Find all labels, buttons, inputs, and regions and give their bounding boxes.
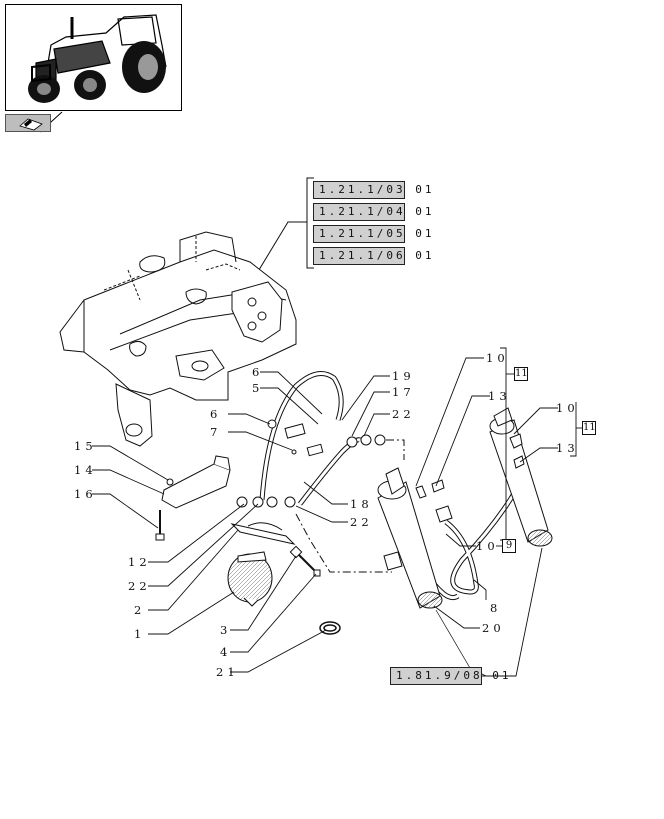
part-label-6-lower: 6 [210, 407, 222, 421]
part-label-19: 19 [392, 369, 415, 383]
fittings [236, 419, 386, 508]
part-label-12: 12 [128, 555, 151, 569]
front-axle-support [59, 231, 297, 447]
part-label-15: 15 [74, 439, 97, 453]
tractor-icon [28, 14, 167, 103]
part-label-22: 22 [128, 579, 151, 593]
part-label-7: 7 [210, 425, 222, 439]
book-arrow-icon [19, 118, 43, 131]
part-label-10-bottom: 10 [476, 539, 499, 553]
leader-lines [92, 347, 582, 677]
part-label-9: 9 [502, 539, 516, 553]
part-label-13-left: 13 [488, 389, 511, 403]
steering-cylinder-left [377, 467, 453, 609]
ref-bracket-top [247, 177, 314, 289]
part-label-21: 21 [216, 665, 239, 679]
part-label-18: 18 [350, 497, 373, 511]
part-label-3: 3 [220, 623, 232, 637]
part-label-11-right: 11 [582, 421, 596, 435]
part-label-22-upper: 22 [392, 407, 415, 421]
part-label-13-right: 13 [556, 441, 579, 455]
hose-clamp [319, 621, 341, 635]
steering-cylinder-right [489, 407, 553, 547]
part-label-8: 8 [490, 601, 502, 615]
ref-page-1-21-1-03[interactable]: 1.21.1/03 01 [313, 181, 431, 199]
ref-page-1-21-1-05[interactable]: 1.21.1/05 01 [313, 225, 431, 243]
part-label-10-right: 10 [556, 401, 579, 415]
bracket-and-bolt [155, 455, 231, 541]
part-label-6-upper: 6 [252, 365, 264, 379]
circuit-lines [295, 439, 405, 573]
part-label-11-left: 11 [514, 367, 528, 381]
part-label-17: 17 [392, 385, 415, 399]
part-label-2: 2 [134, 603, 146, 617]
part-label-5: 5 [252, 381, 264, 395]
accumulator [227, 522, 321, 607]
ref-page-1-21-1-06[interactable]: 1.21.1/06 01 [313, 247, 431, 265]
part-label-4: 4 [220, 645, 232, 659]
part-label-16: 16 [74, 487, 97, 501]
part-label-14: 14 [74, 463, 97, 477]
ref-page-1-81-9-08[interactable]: 1.81.9/08 01 [390, 667, 508, 685]
part-label-1: 1 [134, 627, 146, 641]
part-label-20: 20 [482, 621, 505, 635]
tractor-thumbnail [5, 4, 182, 111]
part-label-10-top: 10 [486, 351, 509, 365]
part-label-22-middle: 22 [350, 515, 373, 529]
tractor-wheels [28, 41, 166, 103]
navigation-button[interactable] [5, 114, 51, 132]
ref-page-1-21-1-04[interactable]: 1.21.1/04 01 [313, 203, 431, 221]
